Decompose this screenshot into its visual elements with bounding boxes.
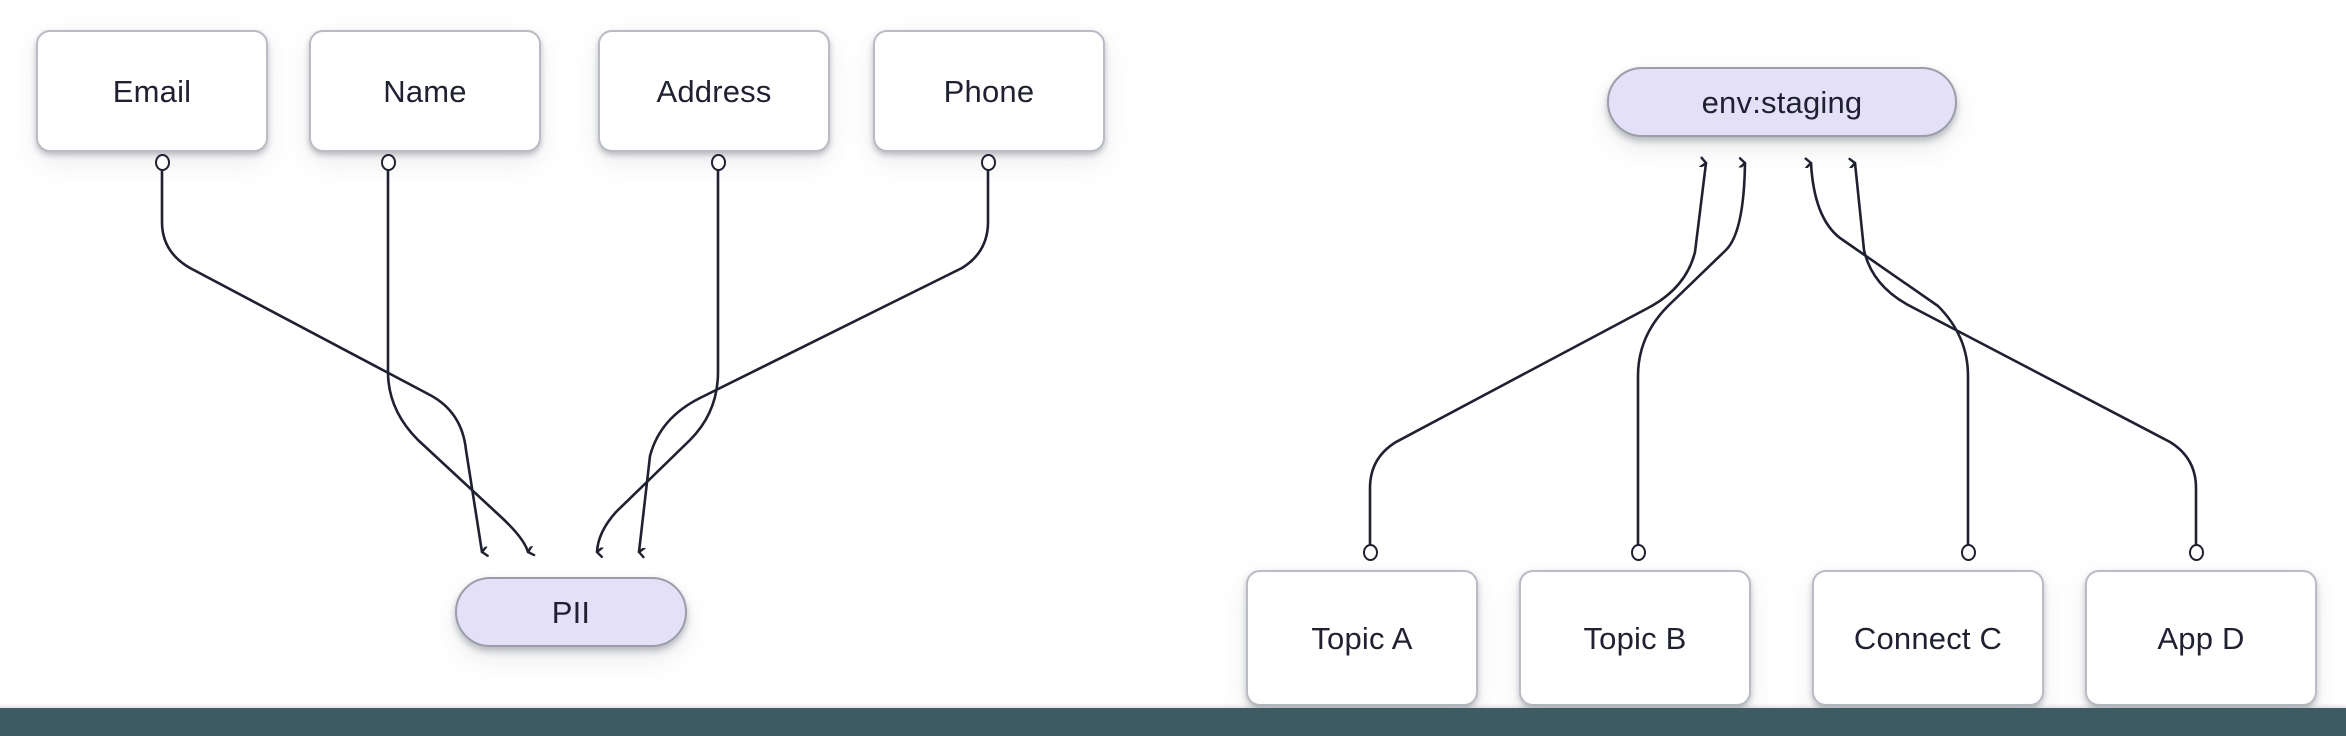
node-topic-b-label: Topic B — [1583, 620, 1687, 656]
node-app-d[interactable]: App D — [2085, 570, 2317, 706]
node-connect-c[interactable]: Connect C — [1812, 570, 2044, 706]
node-app-d-label: App D — [2157, 620, 2245, 656]
node-env-staging-label: env:staging — [1701, 84, 1863, 120]
source-handle-phone[interactable] — [981, 154, 996, 171]
source-handle-name[interactable] — [381, 154, 396, 171]
node-email[interactable]: Email — [36, 30, 268, 152]
node-name[interactable]: Name — [309, 30, 541, 152]
edge-address-to-pii — [595, 160, 720, 552]
node-topic-a-label: Topic A — [1311, 620, 1413, 656]
edge-phone-to-pii — [637, 160, 990, 552]
source-handle-address[interactable] — [711, 154, 726, 171]
node-address[interactable]: Address — [598, 30, 830, 152]
source-handle-topic-a[interactable] — [1363, 544, 1378, 561]
node-name-label: Name — [383, 73, 467, 109]
bottom-bar — [0, 708, 2346, 736]
node-phone[interactable]: Phone — [873, 30, 1105, 152]
node-topic-b[interactable]: Topic B — [1519, 570, 1751, 706]
edge-email-to-pii — [160, 160, 482, 552]
source-handle-topic-b[interactable] — [1631, 544, 1646, 561]
edge-topic-a-to-env-staging — [1368, 163, 1708, 546]
node-email-label: Email — [112, 73, 192, 109]
node-topic-a[interactable]: Topic A — [1246, 570, 1478, 706]
node-env-staging[interactable]: env:staging — [1607, 67, 1957, 137]
node-phone-label: Phone — [943, 73, 1035, 109]
node-connect-c-label: Connect C — [1853, 620, 2003, 656]
edge-topic-b-to-env-staging — [1636, 163, 1747, 546]
node-pii[interactable]: PII — [455, 577, 687, 647]
bottom-bar-shadow — [0, 703, 2346, 708]
node-address-label: Address — [656, 73, 772, 109]
source-handle-connect-c[interactable] — [1961, 544, 1976, 561]
edge-connect-c-to-env-staging — [1811, 163, 1970, 546]
edge-app-d-to-env-staging — [1855, 163, 2198, 546]
source-handle-app-d[interactable] — [2189, 544, 2204, 561]
edge-name-to-pii — [386, 160, 528, 552]
node-pii-label: PII — [551, 594, 591, 630]
source-handle-email[interactable] — [155, 154, 170, 171]
